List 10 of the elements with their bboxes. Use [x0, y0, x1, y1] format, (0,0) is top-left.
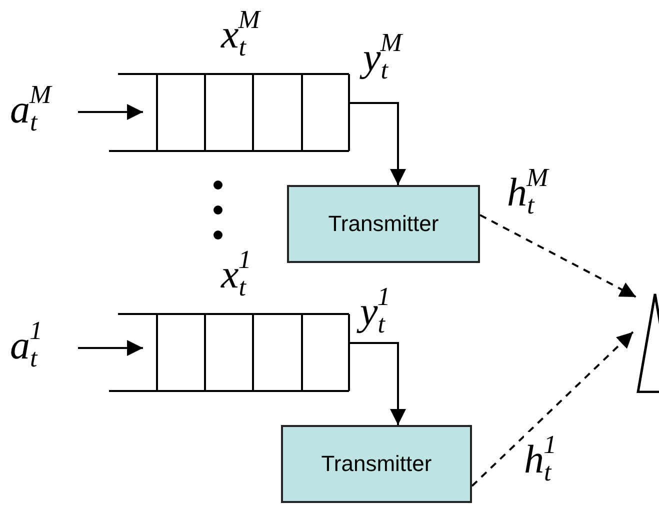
transmitter-label: Transmitter: [321, 451, 432, 477]
transmitter-box: [281, 425, 472, 503]
transmitter-label: Transmitter: [328, 211, 439, 237]
arrow: [480, 214, 636, 298]
arrow: [350, 102, 406, 185]
arrow: [471, 331, 634, 487]
arrow: [78, 340, 143, 356]
transmitter-box: [287, 185, 480, 263]
arrow: [350, 342, 406, 425]
arrow: [78, 104, 143, 120]
